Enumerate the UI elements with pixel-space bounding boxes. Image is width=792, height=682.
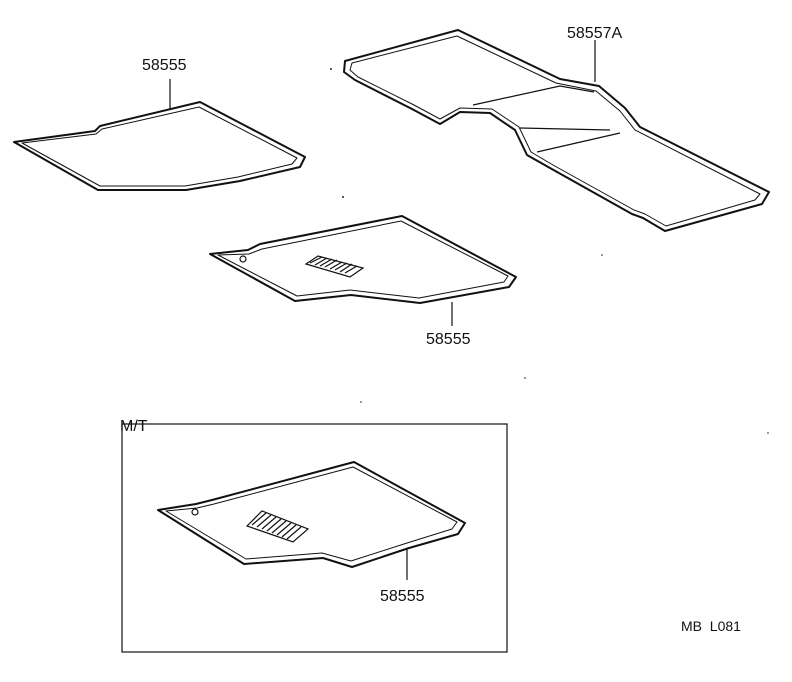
label-58555-mt: 58555 bbox=[380, 588, 425, 605]
label-58555-front-right: 58555 bbox=[426, 331, 471, 348]
mt-box-title: M/T bbox=[120, 418, 148, 435]
heel-pad-texture bbox=[304, 255, 365, 278]
floor-mat-front-left bbox=[13, 79, 306, 191]
label-58557A-rear: 58557A bbox=[567, 25, 622, 42]
drawing-code: MB L081 bbox=[681, 618, 741, 634]
mt-box-frame bbox=[121, 423, 508, 653]
floor-mat-rear bbox=[343, 29, 770, 232]
heel-pad-texture-mt bbox=[245, 510, 310, 543]
floor-mat-front-right bbox=[209, 215, 517, 326]
floor-mat-mt bbox=[157, 461, 466, 580]
label-58555-front-left: 58555 bbox=[142, 57, 187, 74]
